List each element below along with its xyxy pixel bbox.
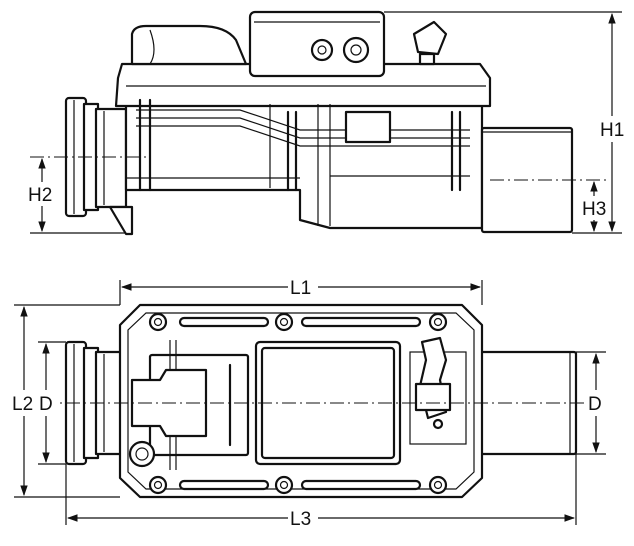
h3-label: H3 — [582, 199, 606, 220]
l2-label: L2 — [12, 394, 33, 415]
top-view: L1 L3 L2 D D — [10, 274, 606, 531]
side-view: H1 H2 H3 — [28, 10, 625, 236]
l1-label: L1 — [290, 278, 311, 299]
h1-label: H1 — [600, 120, 624, 141]
top-handle — [409, 336, 467, 445]
top-cover-square — [254, 340, 402, 466]
top-bolts — [148, 312, 448, 495]
side-inlet-socket — [64, 96, 134, 236]
d-left-label: D — [39, 394, 53, 415]
side-main-body — [114, 10, 492, 230]
l3-label: L3 — [290, 509, 311, 530]
h2-label: H2 — [28, 185, 52, 206]
top-slots — [178, 316, 422, 491]
d-right-label: D — [588, 394, 602, 415]
